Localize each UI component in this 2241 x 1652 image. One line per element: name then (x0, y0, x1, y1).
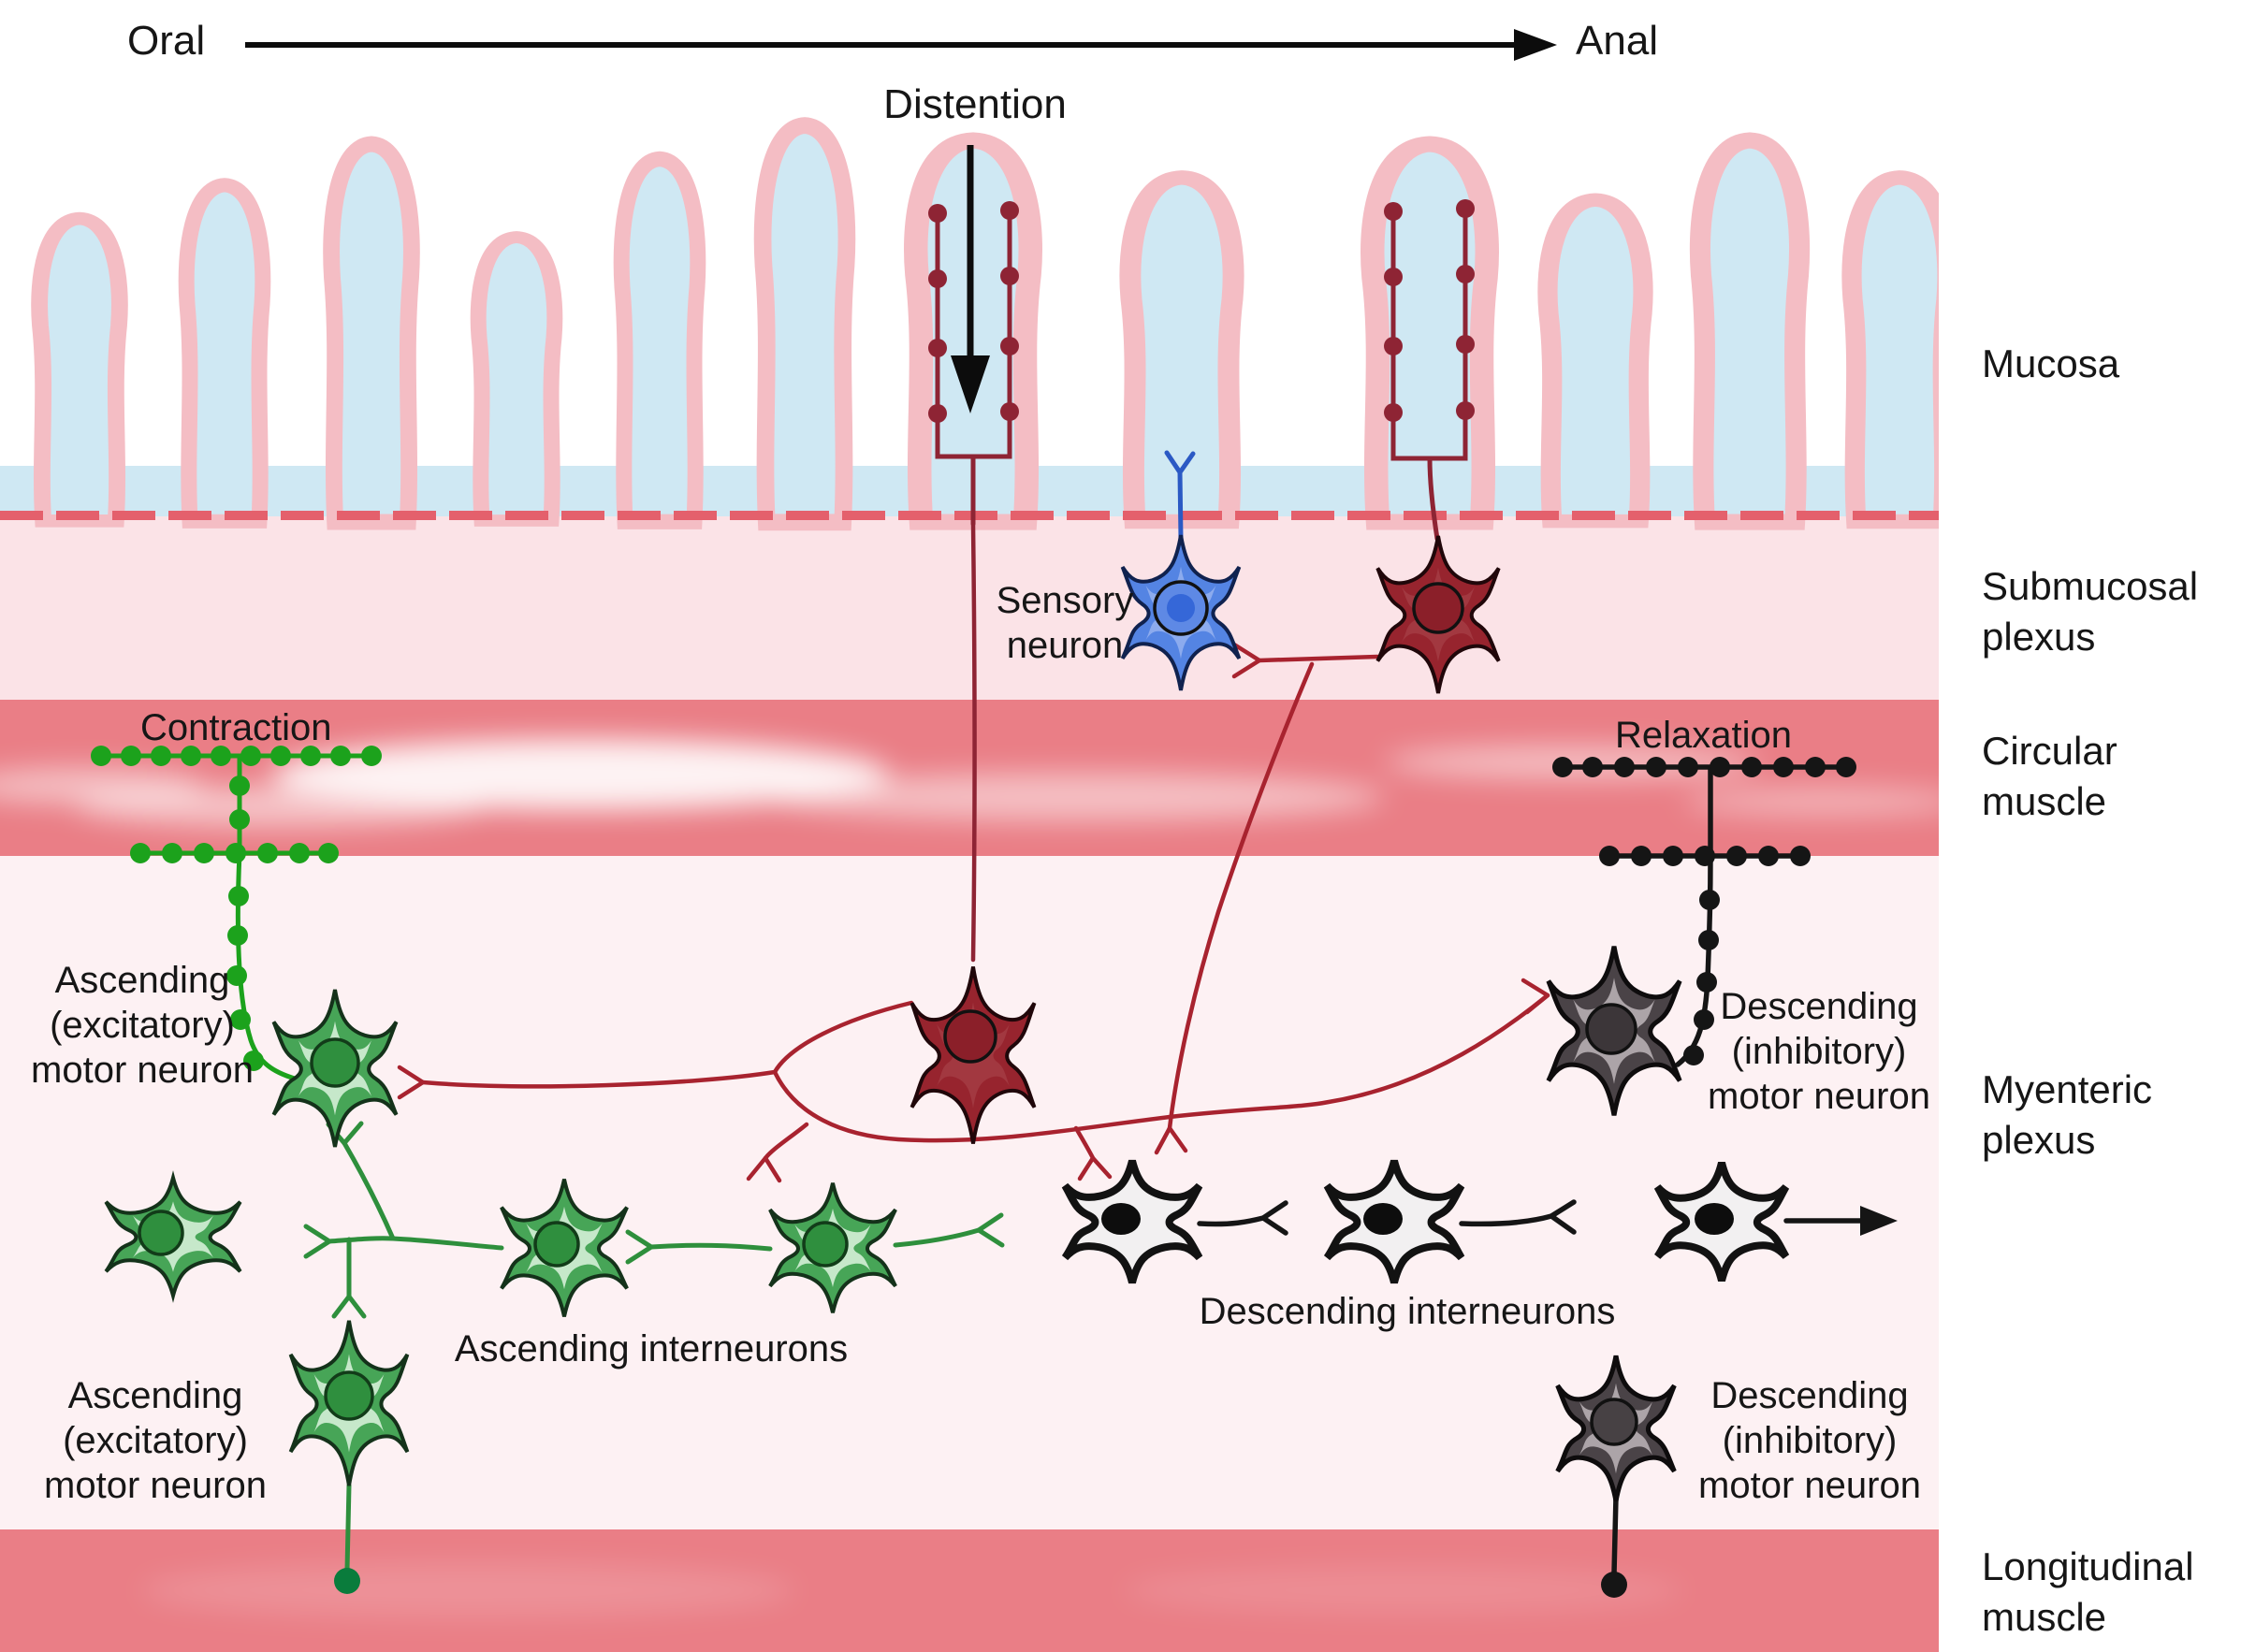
submucosal-red-neuron (1375, 534, 1501, 695)
relaxation-label: Relaxation (1615, 715, 1793, 756)
descending-motor-neuron-lower (1558, 1355, 1675, 1500)
red-network (397, 199, 1550, 1183)
synapse-fork (746, 1155, 782, 1183)
sensory-process-to-myenteric (970, 521, 977, 963)
synapse-on-sensory-neuron (1231, 642, 1262, 679)
ascending-branch-to-motor (420, 1069, 778, 1089)
villus (186, 185, 263, 522)
nucleus (943, 1009, 997, 1064)
longitudinal-muscle-layer-label: Longitudinal muscle (1982, 1544, 2194, 1639)
villus (39, 219, 120, 521)
oral-label: Oral (127, 18, 206, 64)
sensory-neuron-label: Sensory neuron (996, 580, 1134, 666)
sensory-neuron (1120, 450, 1242, 692)
arrowhead-right-icon (1514, 29, 1557, 61)
nucleus (324, 1370, 374, 1421)
relaxation-beads (1552, 757, 1856, 1065)
synapse-on-descending-motor (1521, 978, 1550, 1015)
nucleus (310, 1037, 360, 1088)
branch-to-gray-interneuron (1073, 1125, 1096, 1161)
villus (478, 238, 555, 521)
descending-branch (772, 993, 1550, 1143)
villus (1548, 200, 1643, 521)
ascending-interneuron-b (104, 1176, 242, 1297)
arrowhead-down-icon (951, 355, 990, 413)
synapse-on-motor-e (331, 1294, 367, 1319)
axon-descending-to-myenteric (1167, 661, 1315, 1131)
synapse-on-neuron-c (625, 1229, 654, 1265)
axon-d-right (893, 1227, 982, 1248)
myenteric-red-neuron (909, 964, 1037, 1146)
mucosa-layer-label: Mucosa (1982, 341, 2120, 385)
green-axon-terminal-dot (334, 1568, 360, 1594)
nucleus (802, 1221, 849, 1268)
synapse-on-neuron-2 (1260, 1200, 1288, 1236)
axon-d-to-c (648, 1242, 773, 1252)
descending-interneurons-label: Descending interneurons (1199, 1291, 1616, 1332)
myenteric-plexus-layer-label: Myenteric plexus (1982, 1067, 2153, 1162)
ascending-motor-neuron-a (271, 988, 399, 1149)
nucleus (1695, 1203, 1734, 1235)
synapse-on-neuron-3 (1549, 1199, 1577, 1235)
villi (39, 125, 1947, 522)
descending-motor-label-lower: Descending (inhibitory) motor neuron (1698, 1375, 1921, 1506)
distention-label: Distention (883, 81, 1067, 127)
ascending-interneuron-c (500, 1177, 629, 1319)
nucleus (1412, 582, 1464, 634)
descending-interneuron-2 (1327, 1161, 1462, 1282)
axon-2-to-3 (1459, 1213, 1554, 1227)
descending-motor-neuron-upper (1549, 947, 1680, 1116)
synapse-on-ascending-motor (397, 1065, 426, 1100)
submucosal-plexus-band (0, 516, 1939, 700)
nucleus (1101, 1203, 1141, 1235)
nucleus (138, 1210, 184, 1256)
descending-interneuron-3 (1657, 1163, 1785, 1281)
axon-1-to-2 (1197, 1215, 1266, 1227)
ending-beads (928, 199, 1475, 423)
circular-muscle-layer-label: Circular muscle (1982, 729, 2117, 823)
villus (331, 144, 412, 522)
nucleus (1363, 1203, 1403, 1235)
villus (621, 159, 698, 522)
villus (1852, 178, 1947, 522)
ascending-interneurons-label: Ascending interneurons (454, 1328, 849, 1369)
villus (1700, 140, 1799, 522)
villus (763, 125, 847, 522)
nucleus (1590, 1398, 1638, 1446)
nucleus (1585, 1003, 1637, 1055)
descending-motor-label-upper: Descending (inhibitory) motor neuron (1708, 986, 1930, 1117)
contraction-beads (91, 746, 382, 1071)
synapse-fork (1077, 1155, 1113, 1181)
synapse-fork (976, 1212, 1005, 1248)
green-network (91, 746, 1005, 1572)
descending-interneuron-1 (1065, 1161, 1200, 1282)
branch-up-to-motor-a (342, 1140, 396, 1241)
muscle-streaks (0, 739, 1939, 1618)
ascending-branch (772, 1000, 914, 1075)
axon-to-sensory-synapse (1257, 654, 1380, 663)
black-axon-terminal-dot (1601, 1572, 1627, 1598)
motor-e-axon (344, 1483, 352, 1572)
black-network (1197, 757, 1863, 1576)
ascending-motor-neuron-e (288, 1319, 410, 1487)
nucleus (533, 1221, 580, 1268)
ascending-motor-label-lower: Ascending (excitatory) motor neuron (44, 1375, 267, 1506)
oral-anal-arrow (245, 29, 1557, 61)
distention-arrow (951, 145, 990, 413)
anal-label: Anal (1576, 18, 1659, 64)
branch-to-green-interneuron (763, 1122, 809, 1161)
descending-chain-arrowhead-icon (1860, 1206, 1898, 1236)
motor-axon-lower (1611, 1494, 1619, 1576)
ascending-motor-label-upper: Ascending (excitatory) motor neuron (31, 960, 254, 1091)
contraction-label: Contraction (140, 707, 332, 748)
submucosal-plexus-layer-label: Submucosal plexus (1982, 564, 2199, 659)
apical-dendrite (1164, 450, 1196, 542)
ascending-interneuron-d (768, 1181, 897, 1315)
tissue-layers (0, 125, 1947, 1652)
mucosal-ending-a (935, 208, 1012, 527)
synapse-fork (1154, 1125, 1188, 1155)
synapse-on-neuron-b (303, 1224, 332, 1259)
nucleolus (1167, 594, 1195, 622)
